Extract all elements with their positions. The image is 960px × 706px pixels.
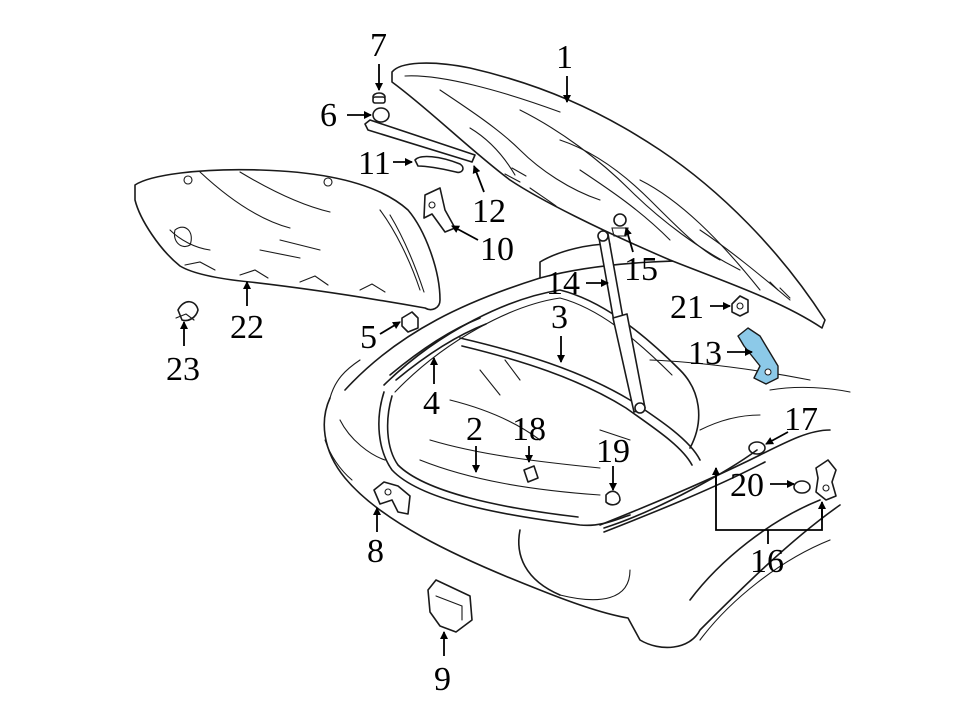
part-16-release-cable <box>603 449 758 529</box>
part-17-clip <box>748 441 766 455</box>
part-18-bracket <box>523 465 539 483</box>
callout-1: 1 <box>556 39 573 76</box>
callout-2: 2 <box>466 411 483 448</box>
part-14-support-strut <box>597 230 646 414</box>
callout-14: 14 <box>546 265 580 302</box>
callout-7: 7 <box>370 27 387 64</box>
leader-lines <box>180 64 826 656</box>
decklid-panel <box>391 62 826 329</box>
callout-8: 8 <box>367 533 384 570</box>
vehicle-body <box>323 243 851 649</box>
callout-18: 18 <box>512 411 546 448</box>
callout-13: 13 <box>688 335 722 372</box>
part-13-highlighted-bracket <box>737 327 779 385</box>
part-15-ball-stud <box>611 213 629 237</box>
callout-16: 16 <box>750 543 784 580</box>
part-20-bumper <box>793 480 811 494</box>
callout-3: 3 <box>551 299 568 336</box>
callout-6: 6 <box>320 97 337 134</box>
callout-4: 4 <box>423 385 440 422</box>
part-10-bracket <box>423 187 456 233</box>
part-5-bumper <box>401 311 419 333</box>
callout-9: 9 <box>434 661 451 698</box>
part-7-bump-stop <box>372 92 386 104</box>
callout-12: 12 <box>472 193 506 230</box>
part-16-release-handle <box>815 459 837 501</box>
insulator-pad <box>134 168 441 311</box>
callout-17: 17 <box>784 401 818 438</box>
part-9-latch-cover <box>427 579 473 633</box>
callout-22: 22 <box>230 309 264 346</box>
callout-15: 15 <box>624 251 658 288</box>
callout-20: 20 <box>730 467 764 504</box>
callout-19: 19 <box>596 433 630 470</box>
part-8-latch <box>373 481 411 515</box>
part-11-pad <box>414 155 464 174</box>
callout-labels: 1 7 6 11 12 10 22 23 5 4 3 14 15 21 13 2… <box>166 27 818 698</box>
callout-21: 21 <box>670 289 704 326</box>
part-21-grommet <box>731 295 749 317</box>
part-23-clip <box>175 300 199 322</box>
callout-10: 10 <box>480 231 514 268</box>
callout-5: 5 <box>360 319 377 356</box>
callout-11: 11 <box>358 145 391 182</box>
callout-23: 23 <box>166 351 200 388</box>
part-12-molding <box>364 119 476 163</box>
part-6-bumper <box>372 107 390 123</box>
part-19-clip <box>605 490 621 506</box>
